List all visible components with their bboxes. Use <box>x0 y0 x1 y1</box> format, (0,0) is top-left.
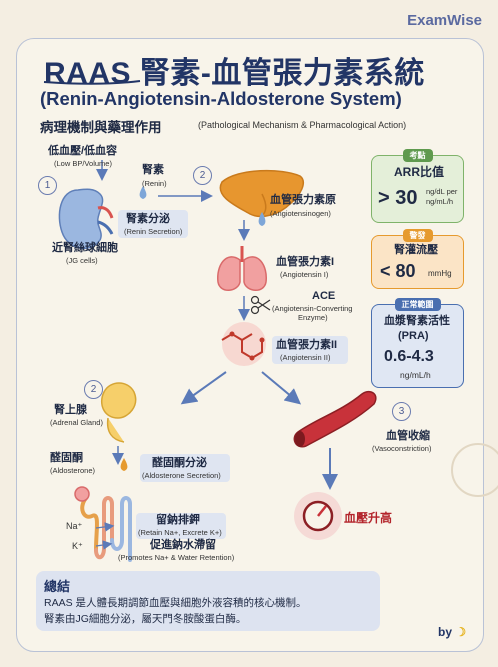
exam-point-card: 考點 ARR比值 > 30 ng/dL per ng/mL/h <box>371 149 464 223</box>
pra-unit: ng/mL/h <box>400 370 431 380</box>
ace-label-en-2: Enzyme) <box>298 313 328 322</box>
step-number: 2 <box>84 380 103 399</box>
renin-label-en: (Renin) <box>142 179 167 188</box>
potassium-ion-label: K⁺ <box>72 541 83 551</box>
pra-title: 血漿腎素活性 <box>384 315 450 327</box>
retain-label-en: (Retain Na+, Excrete K+) <box>138 528 222 537</box>
section-heading: 病理機制與藥理作用 <box>40 120 162 135</box>
normal-range-card: 正常範圍 血漿腎素活性 (PRA) 0.6-4.3 ng/mL/h <box>371 298 464 388</box>
warning-tag: 警發 <box>402 229 433 242</box>
footer-by-text: by <box>438 625 453 639</box>
angiotensin-i-label-en: (Angiotensin I) <box>280 270 329 279</box>
aldosterone-secretion-label: 醛固酮分泌 <box>152 457 207 469</box>
angiotensinogen-drop-icon <box>258 212 266 226</box>
renin-secretion-label: 腎素分泌 <box>126 213 170 225</box>
trigger-label: 低血壓/低血容 <box>48 145 118 157</box>
step-number: 3 <box>392 402 411 421</box>
summary-heading: 總結 <box>44 579 71 594</box>
pra-subtitle: (PRA) <box>398 330 429 342</box>
vasoconstriction-label: 血管收縮 <box>386 430 430 442</box>
footer-by: by ☽ <box>438 625 466 639</box>
normal-range-tag: 正常範圍 <box>394 298 441 311</box>
angiotensin-ii-box <box>272 336 348 364</box>
angiotensin-ii-molecule-icon <box>221 322 266 366</box>
aldosterone-label: 醛固酮 <box>50 452 83 464</box>
arr-title: ARR比值 <box>394 165 444 179</box>
arr-unit-2: ng/mL/h <box>426 197 454 206</box>
retain-label: 留鈉排鉀 <box>156 514 200 526</box>
vasoconstriction-label-en: (Vasoconstriction) <box>372 444 432 453</box>
banana-icon: ☽ <box>455 625 467 639</box>
perfusion-unit: mmHg <box>428 269 452 278</box>
trigger-label-en: (Low BP/Volume) <box>54 159 112 168</box>
renin-secretion-box <box>118 210 188 238</box>
summary-line-1: RAAS 是人體長期調節血壓與細胞外液容積的核心機制。 <box>44 597 307 609</box>
aldosterone-label-en: (Aldosterone) <box>50 466 96 475</box>
aldosterone-drop-icon <box>120 458 128 471</box>
retain-box <box>136 513 226 539</box>
promote-label: 促進鈉水滯留 <box>150 539 216 551</box>
ace-label: ACE <box>312 290 336 302</box>
brand-logo: ExamWise <box>407 12 482 29</box>
jg-cells-label: 近腎絲球細胞 <box>52 242 118 254</box>
scissors-icon <box>250 295 271 315</box>
angiotensinogen-label-en: (Angiotensinogen) <box>270 209 331 218</box>
angiotensin-ii-label: 血管張力素II <box>276 339 338 351</box>
renin-label: 腎素 <box>142 164 164 176</box>
step-number: 2 <box>193 166 212 185</box>
kidney-icon <box>58 188 114 250</box>
jg-cells-label-en: (JG cells) <box>66 256 98 265</box>
sodium-ion-label: Na⁺ <box>66 521 83 531</box>
arr-unit: ng/dL per <box>426 187 458 196</box>
adrenal-label-en: (Adrenal Gland) <box>50 418 103 427</box>
step-number: 1 <box>38 176 57 195</box>
blood-vessel-icon <box>293 390 377 448</box>
angiotensin-i-label: 血管張力素I <box>276 256 335 268</box>
perfusion-title: 腎灌流壓 <box>394 244 438 256</box>
summary-box: 總結 RAAS 是人體長期調節血壓與細胞外液容積的核心機制。 腎素由JG細胞分泌… <box>36 571 380 631</box>
arr-value: > 30 <box>378 187 418 209</box>
exam-point-tag: 考點 <box>402 149 433 162</box>
pra-value: 0.6-4.3 <box>384 348 434 365</box>
ace-label-en: (Angiotensin-Converting <box>272 304 353 313</box>
angiotensin-ii-label-en: (Angiotensin II) <box>280 353 331 362</box>
adrenal-label: 腎上腺 <box>54 404 87 416</box>
adrenal-gland-icon <box>100 382 137 443</box>
warning-card: 警發 腎灌流壓 < 80 mmHg <box>371 229 464 289</box>
renin-secretion-label-en: (Renin Secretion) <box>124 227 183 236</box>
aldosterone-secretion-box <box>140 454 230 482</box>
liver-icon <box>219 169 304 218</box>
renin-drop-icon <box>139 186 147 199</box>
section-heading-en: (Pathological Mechanism & Pharmacologica… <box>198 120 407 130</box>
lungs-icon <box>217 246 267 291</box>
aldosterone-secretion-label-en: (Aldosterone Secretion) <box>142 471 221 480</box>
title-subtitle: (Renin-Angiotensin-Aldosterone System) <box>40 88 402 109</box>
main-title: RAAS 腎素-血管張力素系統 <box>44 57 425 90</box>
perfusion-value: < 80 <box>380 261 416 281</box>
bp-increase-label: 血壓升高 <box>344 511 393 525</box>
gauge-icon <box>294 492 342 540</box>
angiotensinogen-label: 血管張力素原 <box>270 194 336 206</box>
nephron-icon <box>74 486 132 562</box>
summary-line-2: 腎素由JG細胞分泌，屬天門冬胺酸蛋白酶。 <box>44 613 247 625</box>
promote-label-en: (Promotes Na+ & Water Retention) <box>118 553 235 562</box>
